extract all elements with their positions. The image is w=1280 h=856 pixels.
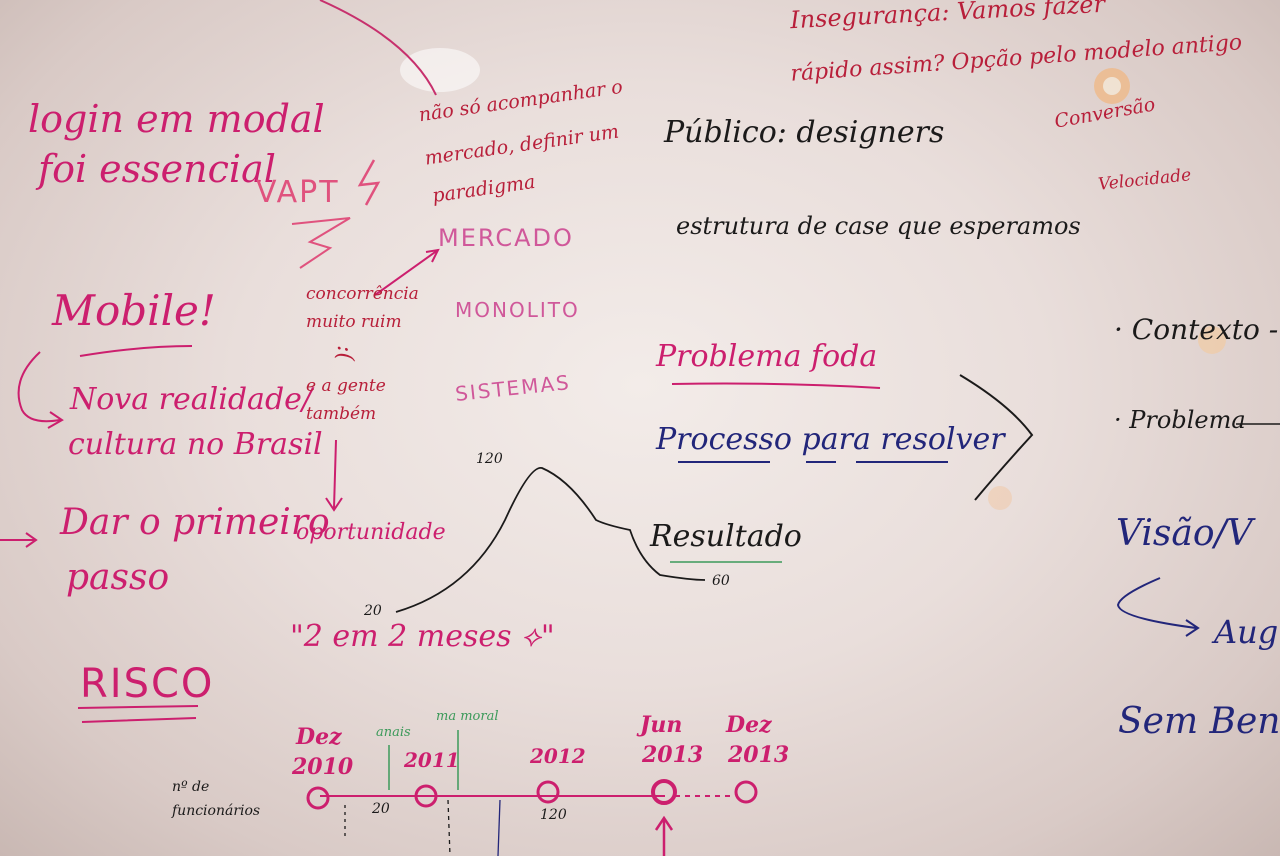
timeline-count-120: 120 [540, 807, 567, 823]
note-dar-line2: passo [66, 557, 170, 598]
lightning-icon [357, 159, 381, 206]
timeline-node [536, 780, 560, 804]
timeline-dez-2013-line2: 2013 [728, 742, 790, 768]
note-bullet-processo: Processo para resolver [656, 422, 1005, 457]
timeline-label-func-line2: funcionários [172, 803, 261, 819]
note-gente-line2: também [306, 404, 377, 424]
note-concorrencia-line1: concorrência [306, 284, 419, 304]
graph-label-120: 120 [476, 451, 503, 467]
arrow-down-icon [325, 439, 343, 512]
note-bullet-problema: Problema foda [656, 339, 878, 374]
note-mesas: "2 em 2 meses ⟡" [290, 619, 555, 654]
arrow-right-icon [0, 532, 38, 548]
timeline-jun-2013-line2: 2013 [642, 742, 704, 768]
note-realidade-line1: Nova realidade/ [70, 382, 313, 417]
timeline-2012: 2012 [530, 744, 586, 768]
note-contexto: · Contexto - [1114, 313, 1279, 346]
zigzag-stroke [291, 217, 351, 269]
note-login-line2: foi essencial [38, 147, 276, 191]
graph-label-20: 20 [364, 603, 382, 619]
note-concorrencia-line2: muito ruim [306, 312, 402, 332]
sad-face-icon: :( [332, 345, 357, 361]
timeline-jun-2013-line1: Jun [640, 712, 683, 738]
timeline-annot-anais: anais [376, 725, 411, 740]
note-risco: RISCO [80, 661, 215, 707]
growth-curve [395, 467, 706, 613]
timeline-node [414, 784, 438, 808]
timeline-node [734, 780, 758, 804]
note-mobile: Mobile! [52, 286, 216, 335]
note-estrutura: estrutura de case que esperamos [676, 212, 1081, 240]
note-problema-right: · Problema [1114, 406, 1246, 434]
note-publico: Público: designers [664, 115, 945, 150]
note-visao: Visão/V [1116, 513, 1253, 554]
note-dar-line1: Dar o primeiro [60, 502, 330, 543]
note-realidade-line2: cultura no Brasil [68, 427, 323, 462]
timeline-label-func-line1: nº de [172, 779, 210, 795]
arrow-stroke [374, 249, 439, 296]
timeline-dez-2010-line2: 2010 [292, 754, 354, 780]
timeline-count-20: 20 [372, 801, 390, 817]
timeline-dez-2013-line1: Dez [726, 712, 772, 738]
timeline-dez-2010-line1: Dez [296, 724, 342, 750]
note-sem: Sem Benc [1118, 701, 1280, 742]
note-bullet-resultado: Resultado [650, 519, 802, 554]
chevron-right-icon [959, 374, 1034, 501]
note-monolito: MONOLITO [455, 298, 580, 322]
timeline-annot-moral: ma moral [436, 709, 499, 724]
timeline-node [651, 779, 677, 805]
curved-arrow-blue-icon [1116, 577, 1200, 637]
light-reflection [400, 48, 1226, 510]
top-arc-stroke [319, 0, 437, 96]
curved-arrow-icon [17, 351, 61, 423]
note-vapt: VAPT [256, 175, 340, 210]
graph-label-60: 60 [712, 573, 730, 589]
timeline-2011: 2011 [404, 748, 460, 772]
note-mercado: MERCADO [438, 224, 574, 252]
note-oportunidade: oportunidade [296, 520, 446, 545]
note-augm: Augm [1214, 613, 1280, 651]
timeline-node [306, 786, 330, 810]
note-login-line1: login em modal [28, 97, 325, 141]
note-gente-line1: e a gente [306, 376, 386, 396]
